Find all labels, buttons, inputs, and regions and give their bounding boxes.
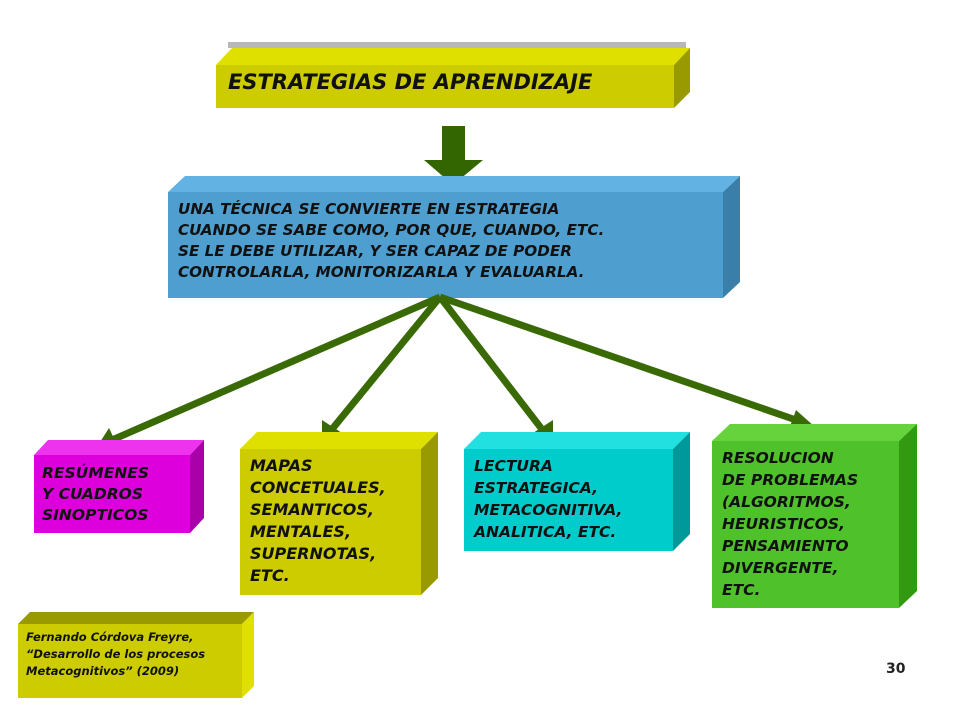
page-number: 30 [886, 661, 906, 677]
problem-solving-label: RESOLUCION DE PROBLEMAS (ALGORITMOS, HEU… [722, 449, 859, 599]
maps-box [240, 432, 438, 595]
arrow-to-maps [330, 294, 443, 431]
definition-text: UNA TÉCNICA SE CONVIERTE EN ESTRATEGIA C… [178, 200, 605, 281]
title-box-top [216, 48, 690, 65]
reading-box [464, 432, 690, 551]
title-text: ESTRATEGIAS DE APRENDIZAJE [228, 70, 593, 94]
title-box-front [216, 65, 674, 108]
definition-box-front [168, 192, 723, 298]
arrow-to-problem-solving [438, 293, 798, 424]
citation-box [18, 612, 254, 698]
summaries-label: RESÚMENES Y CUADROS SINOPTICOS [42, 464, 150, 524]
definition-box [168, 176, 740, 298]
problem-solving-box [712, 424, 917, 608]
title-box-side [674, 48, 690, 108]
branch-arrows [95, 293, 815, 451]
arrow-to-reading [437, 294, 544, 431]
citation-text: Fernando Córdova Freyre, “Desarrollo de … [26, 630, 206, 678]
arrow-to-summaries [110, 293, 442, 444]
maps-label: MAPAS CONCETUALES, SEMANTICOS, MENTALES,… [250, 456, 386, 585]
reading-label: LECTURA ESTRATEGICA, METACOGNITIVA, ANAL… [474, 457, 623, 541]
definition-box-side [723, 176, 740, 298]
summaries-box [34, 440, 204, 533]
title-box [216, 42, 690, 108]
down-arrow [424, 126, 483, 185]
definition-box-top [168, 176, 740, 192]
